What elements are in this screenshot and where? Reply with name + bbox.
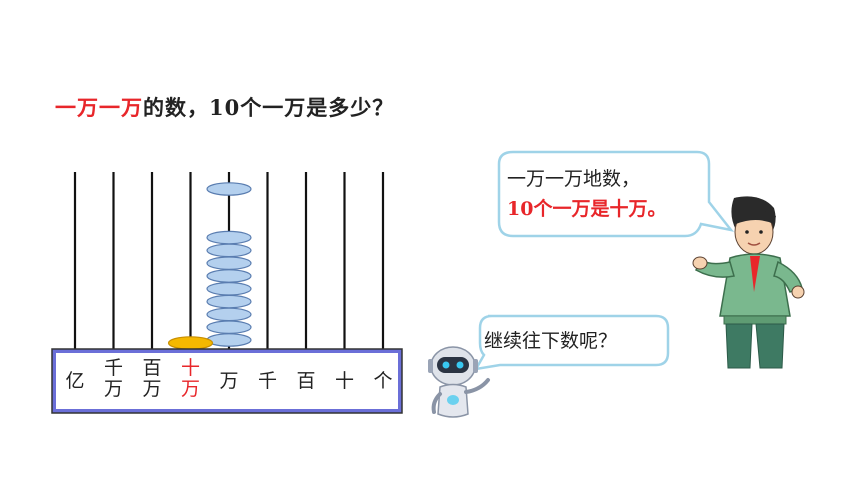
abacus-bead: [206, 182, 252, 196]
robot-speech-text: 继续往下数呢？: [484, 330, 618, 352]
place-label: 百万: [137, 358, 167, 400]
place-label-char: 万: [180, 378, 200, 400]
place-label: 千万: [99, 358, 129, 400]
place-label: 万: [214, 371, 244, 392]
place-label-char: 千: [103, 357, 123, 379]
boy-speech-text: 一万一万地数， 10个一万是十万。: [507, 164, 666, 224]
abacus-bead: [206, 320, 252, 334]
place-label: 百: [291, 371, 321, 392]
place-label-char: 万: [142, 378, 162, 400]
boy-illustration: [692, 196, 805, 369]
abacus-bead-highlight: [167, 336, 214, 350]
place-label-char: 百: [296, 370, 316, 392]
boy-speech-bubble: [497, 150, 735, 238]
robot-illustration: [428, 346, 490, 418]
place-label-char: 万: [103, 378, 123, 400]
place-label-char: 亿: [65, 370, 85, 392]
abacus-bead: [206, 333, 252, 347]
abacus-bead: [206, 281, 252, 296]
place-label: 十: [330, 371, 360, 392]
place-label-char: 十: [180, 357, 200, 379]
abacus-bead: [206, 243, 252, 258]
place-label-char: 百: [142, 357, 162, 379]
abacus-bead: [206, 269, 252, 283]
place-label-char: 千: [257, 370, 277, 392]
abacus-rods: [73, 172, 385, 349]
place-label: 千: [253, 371, 283, 392]
abacus-beads: [167, 182, 252, 350]
question-rest: 的数，10个一万是多少？: [143, 95, 395, 120]
robot-speech-bubble: [473, 314, 670, 371]
place-label: 十万: [176, 358, 206, 400]
place-label-char: 十: [334, 370, 354, 392]
place-label: 亿: [60, 371, 90, 392]
place-label-char: 个: [373, 370, 393, 392]
abacus-bead: [206, 307, 252, 322]
place-label-char: 万: [219, 370, 239, 392]
abacus-bead: [206, 230, 252, 245]
boy-speech-line-1: 一万一万地数，: [507, 168, 641, 190]
abacus-label-panel: [56, 353, 398, 409]
place-label: 个: [368, 371, 398, 392]
abacus-bead: [206, 294, 252, 309]
abacus-bead: [206, 256, 252, 270]
boy-speech-line-2: 10个一万是十万。: [507, 198, 667, 220]
question-highlight: 一万一万: [55, 95, 143, 120]
question-text: 一万一万的数，10个一万是多少？: [55, 92, 394, 122]
